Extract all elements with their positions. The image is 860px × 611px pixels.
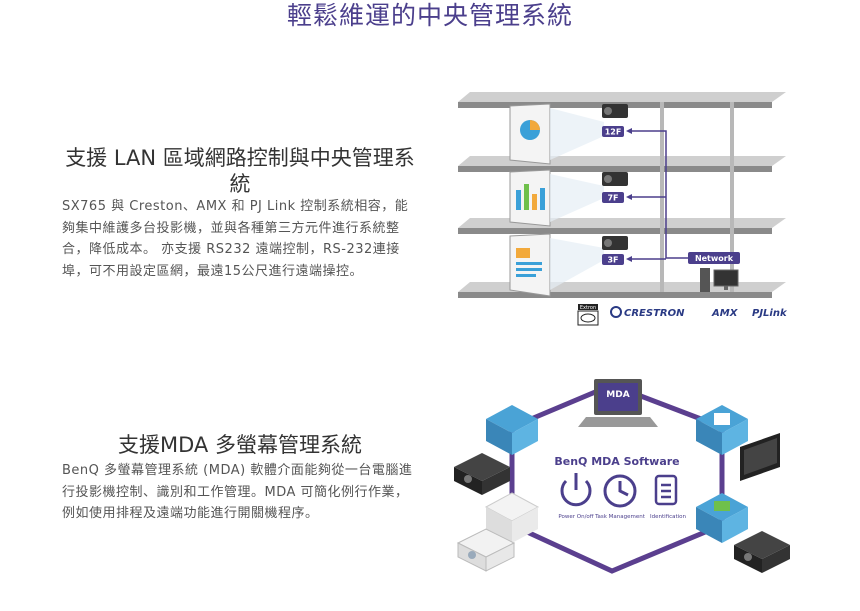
svg-text:12F: 12F (605, 128, 622, 137)
meeting-room-tile (696, 405, 748, 455)
shelf-3f (458, 218, 786, 234)
mda-diagram-svg: MDA BenQ MDA Software Power On/off Task … (454, 379, 790, 574)
arrow-left-icon (626, 194, 632, 200)
lan-diagram-svg: 12F 7F 3F Network (458, 92, 788, 326)
feature-label-power: Power On/off (558, 514, 593, 520)
page-title: 輕鬆維運的中央管理系統 (286, 1, 573, 30)
projection-screen-icon (509, 169, 604, 227)
projector-icon (454, 453, 510, 495)
feature-label-identification: Identification (650, 514, 687, 520)
mda-software-diagram: MDA BenQ MDA Software Power On/off Task … (452, 375, 792, 585)
clock-icon (603, 474, 637, 508)
svg-text:Network: Network (695, 254, 734, 263)
lan-section-description: SX765 與 Creston、AMX 和 PJ Link 控制系統相容，能夠集… (62, 199, 409, 279)
arrow-left-icon (626, 128, 632, 134)
shelf-post (730, 102, 734, 292)
crestron-logo: CRESTRON (610, 306, 685, 319)
amx-logo: AMX (711, 308, 739, 319)
svg-text:CRESTRON: CRESTRON (624, 308, 685, 319)
lan-network-diagram: 12F 7F 3F Network (454, 86, 794, 332)
feature-label-task: Task Management (594, 514, 646, 520)
projection-screen-icon (509, 233, 604, 297)
svg-text:7F: 7F (607, 194, 618, 203)
projector-icon (734, 531, 790, 573)
floor-tag-3f: 3F (602, 254, 624, 265)
pjlink-logo: PJLink (752, 308, 788, 319)
power-icon (560, 473, 592, 507)
svg-text:Extron: Extron (580, 305, 596, 311)
projection-screen-icon (509, 103, 604, 165)
projector-icon (456, 528, 516, 572)
projector-icon (602, 236, 628, 250)
classroom-tile (484, 492, 540, 543)
mda-section-description: BenQ 多螢幕管理系統 (MDA) 軟體介面能夠從一台電腦進行投影機控制、識別… (62, 463, 413, 521)
svg-text:MDA: MDA (606, 390, 629, 400)
computer-icon (700, 268, 739, 292)
laptop-icon: MDA (578, 379, 658, 427)
arrow-left-icon (626, 256, 632, 262)
lan-section-title: 支援 LAN 區域網路控制與中央管理系統 (65, 146, 415, 196)
mda-section-title: 支援MDA 多螢幕管理系統 (118, 433, 362, 457)
mda-software-title: BenQ MDA Software (554, 455, 679, 468)
projector-icon (602, 172, 628, 186)
floor-tag-7f: 7F (602, 192, 624, 203)
lecture-room-tile (696, 493, 748, 543)
meeting-room-tile (486, 405, 538, 455)
projector-icon (602, 104, 628, 118)
id-card-icon (654, 474, 678, 506)
svg-text:3F: 3F (607, 256, 618, 265)
monitor-icon (740, 433, 780, 481)
extron-certification-badge: Extron (577, 304, 599, 326)
network-tag: Network (688, 252, 740, 264)
floor-tag-12f: 12F (602, 126, 624, 137)
shelf-7f (458, 156, 786, 172)
network-lines (630, 130, 714, 260)
